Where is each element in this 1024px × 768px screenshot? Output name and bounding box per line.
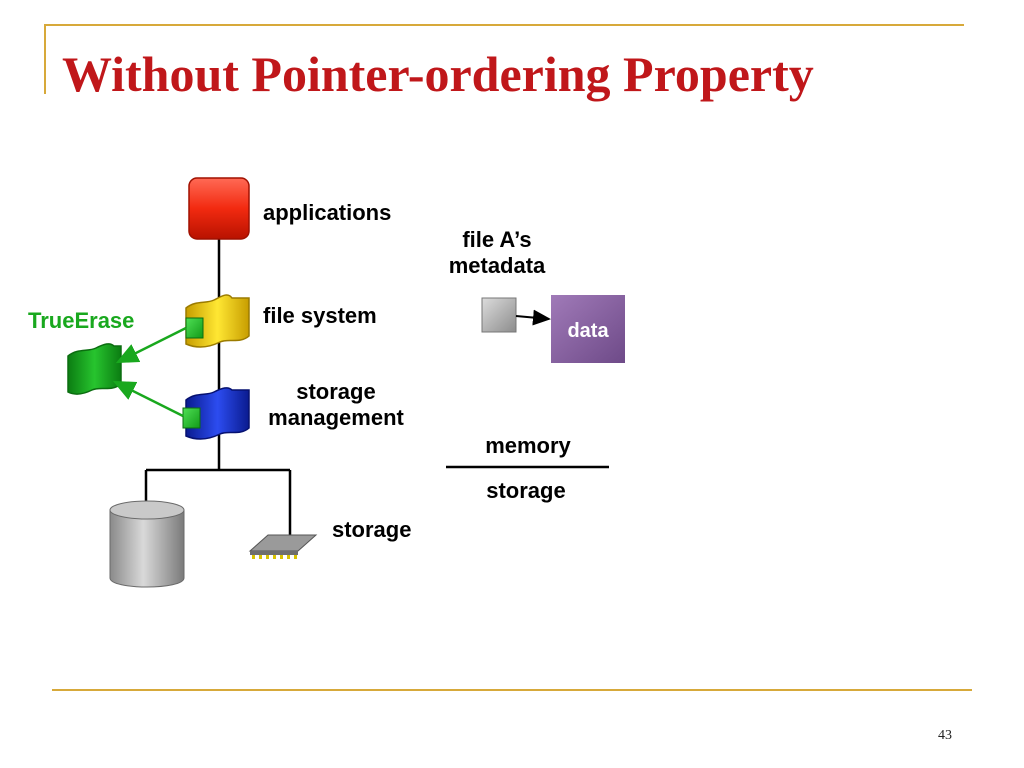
storage-management-label-line1: storage bbox=[296, 379, 376, 404]
footer-line bbox=[52, 689, 972, 691]
storage-management-hook bbox=[182, 407, 201, 429]
file-metadata-label-line1: file A’s bbox=[462, 227, 532, 252]
applications-block bbox=[188, 177, 250, 240]
applications-label: applications bbox=[263, 200, 392, 225]
page-number: 43 bbox=[938, 728, 952, 743]
file-metadata-label: file A’s metadata bbox=[430, 227, 564, 279]
title-frame-left bbox=[44, 24, 46, 94]
disk-icon bbox=[109, 500, 185, 588]
metadata-block bbox=[481, 297, 517, 333]
file-system-hook bbox=[185, 317, 204, 339]
data-label: data bbox=[567, 320, 609, 342]
storage-management-label: storage management bbox=[254, 379, 418, 431]
memory-label: memory bbox=[485, 433, 571, 458]
storage-layer-label: storage bbox=[486, 478, 566, 503]
trueerase-arrow-from-file-system bbox=[115, 326, 187, 364]
file-system-label: file system bbox=[263, 303, 377, 328]
trueerase-label: TrueErase bbox=[28, 308, 135, 333]
trueerase-block bbox=[67, 343, 122, 395]
storage-management-label-line2: management bbox=[268, 405, 404, 430]
slide-title: Without Pointer-ordering Property bbox=[62, 46, 814, 102]
data-block bbox=[551, 295, 625, 363]
trueerase-arrow-from-storage-management bbox=[112, 380, 184, 418]
title-frame-top bbox=[44, 24, 964, 26]
metadata-to-data-arrow bbox=[515, 309, 551, 326]
flash-chip-icon bbox=[248, 534, 318, 559]
storage-management-block bbox=[185, 387, 250, 440]
file-metadata-label-line2: metadata bbox=[448, 253, 546, 278]
storage-label: storage bbox=[332, 517, 412, 542]
